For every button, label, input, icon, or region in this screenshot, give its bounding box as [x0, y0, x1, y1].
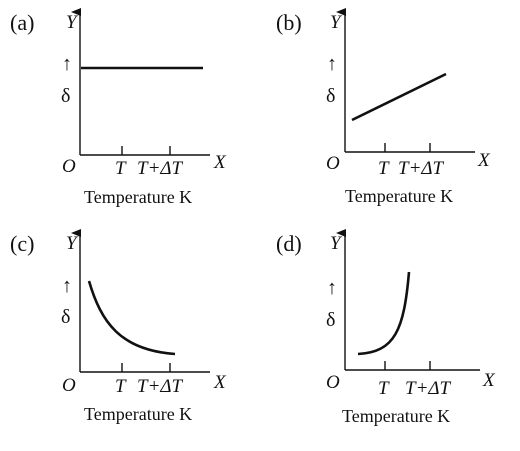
panel-d-tick-t-plus-dt-label: T+ΔT	[405, 378, 452, 399]
panel-c-label: (c)	[10, 231, 34, 256]
panel-b: (b) Y ↑ δ O T T+ΔT X Temperature K	[276, 8, 491, 206]
panel-a-up-arrow: ↑	[62, 53, 72, 75]
panel-c-x-title: Temperature K	[84, 404, 192, 424]
panel-d-up-arrow: ↑	[327, 277, 337, 299]
panel-b-up-arrow: ↑	[327, 53, 337, 75]
panel-d-x-axis-label: X	[482, 370, 496, 391]
panel-d-origin: O	[326, 372, 340, 393]
panel-a: (a) Y ↑ δ O T T+ΔT X Temperature K	[10, 8, 227, 207]
panel-c-delta-symbol: δ	[61, 306, 70, 328]
panel-d-curve	[357, 271, 411, 356]
panel-b-y-axis-label: Y	[330, 12, 343, 33]
panel-d-x-title: Temperature K	[342, 406, 450, 426]
panel-b-x-axis-label: X	[477, 150, 491, 171]
panel-b-x-title: Temperature K	[345, 186, 453, 206]
panel-a-delta-symbol: δ	[61, 85, 70, 107]
panel-a-label: (a)	[10, 10, 34, 35]
panel-d-delta-symbol: δ	[326, 309, 335, 331]
panel-a-x-title: Temperature K	[84, 187, 192, 207]
panel-d-y-axis-label: Y	[330, 233, 343, 254]
panel-a-origin: O	[62, 156, 76, 177]
panel-d-label: (d)	[276, 231, 302, 256]
panel-a-tick-t-label: T	[115, 158, 127, 179]
panel-a-tick-t-plus-dt-label: T+ΔT	[137, 158, 184, 179]
panel-c: (c) Y ↑ δ O T T+ΔT X Temperature K	[10, 229, 227, 424]
panel-b-label: (b)	[276, 10, 302, 35]
panel-d: (d) Y ↑ δ O T T+ΔT X Temperature K	[276, 229, 496, 426]
panel-b-tick-t-plus-dt-label: T+ΔT	[398, 158, 445, 179]
panel-b-origin: O	[326, 153, 340, 174]
panel-b-delta-symbol: δ	[326, 85, 335, 107]
panel-c-x-axis-label: X	[213, 372, 227, 393]
panel-c-tick-t-label: T	[115, 376, 127, 397]
panel-b-tick-t-label: T	[378, 158, 390, 179]
panel-a-y-axis-label: Y	[66, 12, 79, 33]
panel-c-up-arrow: ↑	[62, 275, 72, 297]
panel-b-curve	[351, 72, 447, 122]
panel-a-x-axis-label: X	[213, 152, 227, 173]
panel-c-origin: O	[62, 375, 76, 396]
panel-c-y-axis-label: Y	[66, 233, 79, 254]
panel-c-curve	[87, 280, 176, 356]
panel-c-tick-t-plus-dt-label: T+ΔT	[137, 376, 184, 397]
panel-d-tick-t-label: T	[378, 378, 390, 399]
